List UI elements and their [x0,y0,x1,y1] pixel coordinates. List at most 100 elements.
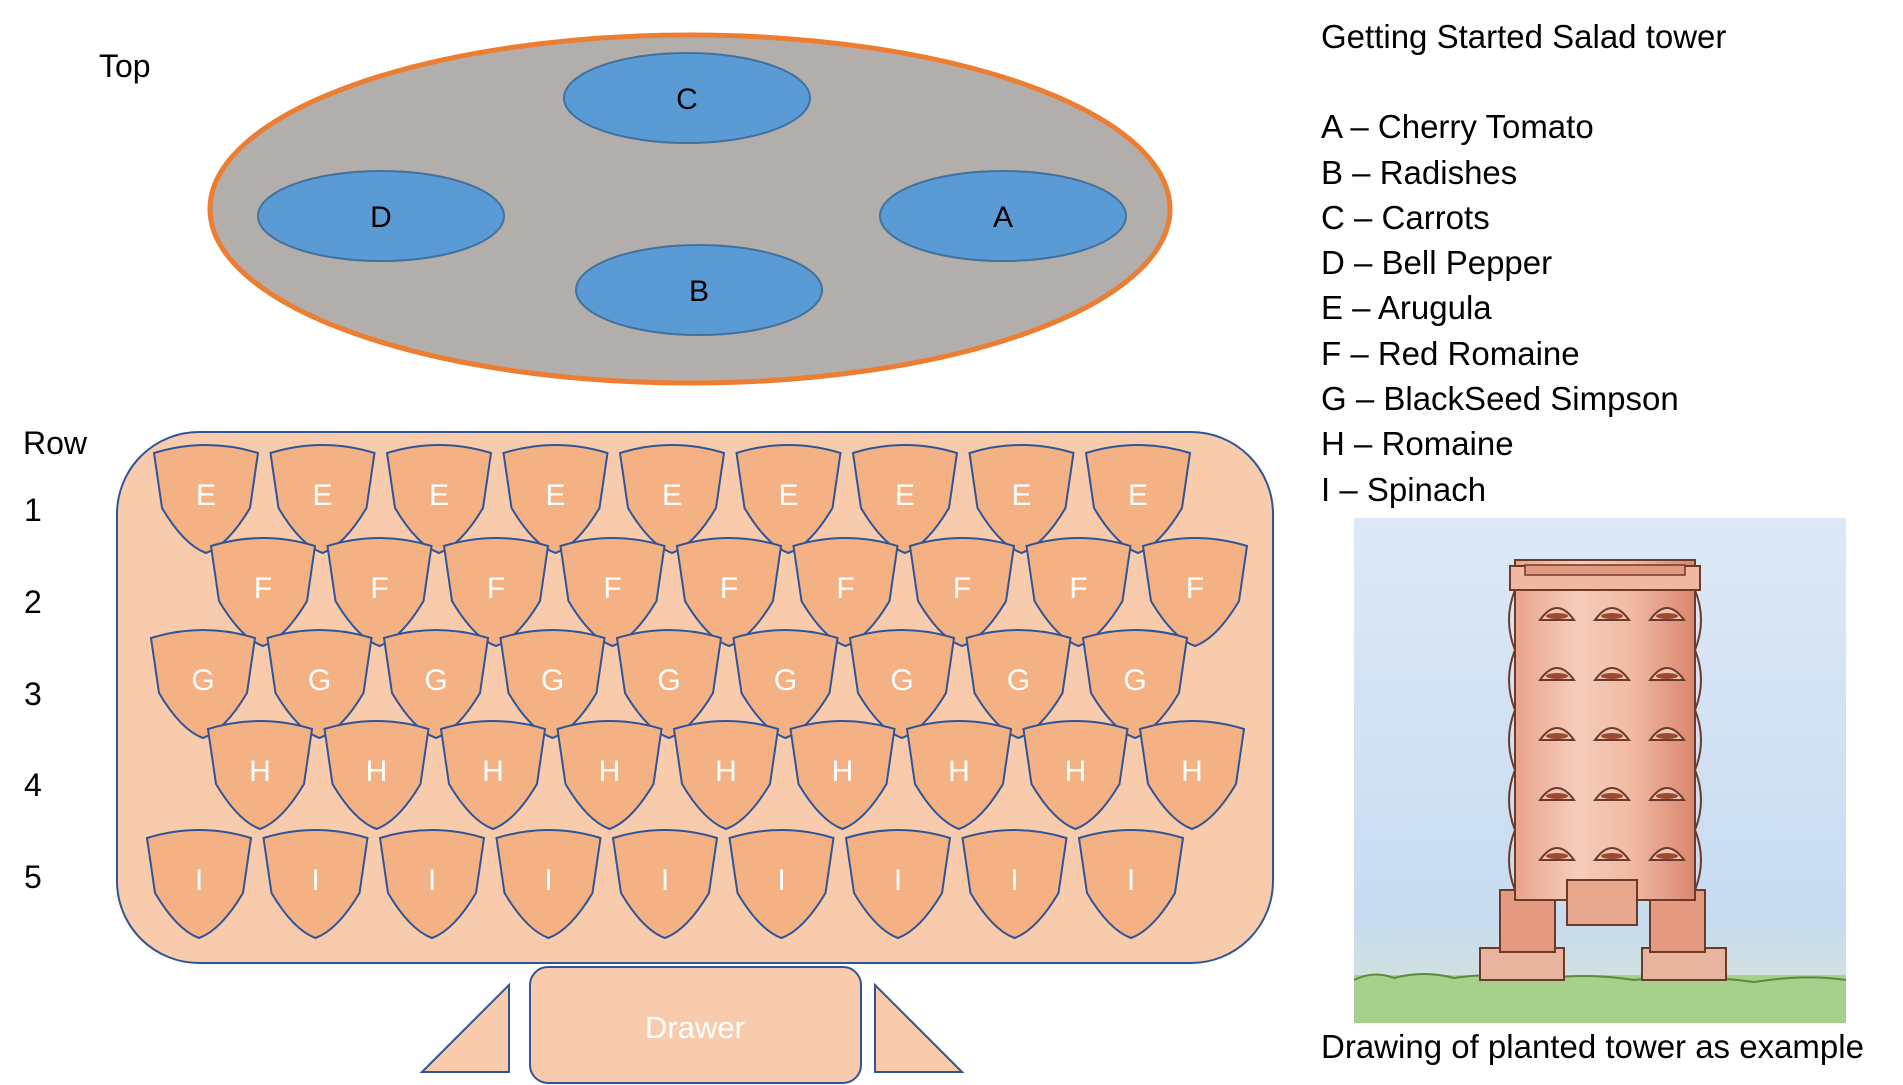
pocket [382,629,490,740]
pocket-label: I [777,864,785,897]
pocket [792,537,899,648]
pocket-label: F [836,572,854,605]
top-slot-label: B [689,275,709,308]
pocket-label: E [778,479,798,512]
top-slot-d [257,170,505,262]
pocket [728,829,835,940]
legend-item: C – Carrots [1321,198,1490,236]
pocket [905,720,1013,831]
pocket [499,629,606,740]
pocket [618,444,726,555]
pocket [968,444,1075,555]
pocket-label: G [774,664,797,697]
pocket [789,720,896,831]
top-slot-c [563,52,811,144]
pocket-label: F [603,572,621,605]
pocket-label: H [715,755,737,788]
top-slot-a [879,170,1127,262]
pocket-label: E [312,479,332,512]
pocket [439,720,547,831]
pocket-label: F [1069,572,1087,605]
pocket-label: G [424,664,447,697]
pocket-label: G [657,664,680,697]
pocket-label: H [832,755,854,788]
pocket-label: H [1065,755,1087,788]
pocket-label: G [890,664,913,697]
top-view-ellipse [207,32,1173,386]
pocket [145,829,253,940]
pocket [732,629,839,740]
pocket [1141,537,1249,648]
legend-item: F – Red Romaine [1321,334,1580,372]
row-header: Row [23,425,88,461]
legend-item: H – Romaine [1321,425,1514,463]
legend-item: G – BlackSeed Simpson [1321,380,1679,418]
pocket [442,537,550,648]
drawer-label: Drawer [645,1010,745,1045]
pocket-label: H [249,755,271,788]
pocket-label: F [953,572,971,605]
legend-item: I – Spinach [1321,470,1487,508]
pocket [1138,720,1246,831]
pocket-label: H [948,755,970,788]
pocket-label: E [545,479,565,512]
top-slot-b [575,244,823,336]
pocket [675,537,783,648]
pocket [152,444,260,555]
pocket [735,444,842,555]
illustration-caption: Drawing of planted tower as example [1321,1028,1864,1065]
pocket [615,629,723,740]
pocket-label: F [720,572,738,605]
pocket-label: E [1011,479,1031,512]
pocket [385,444,493,555]
pocket [378,829,486,940]
pocket [965,629,1072,740]
drawer [529,966,862,1084]
pocket-label: I [544,864,552,897]
row-numbers: 1 2 3 4 5 [24,492,42,895]
pocket [495,829,602,940]
pocket-label: I [311,864,319,897]
pocket [908,537,1016,648]
pocket-label: I [428,864,436,897]
pocket [844,829,952,940]
pocket [611,829,719,940]
row-number: 4 [24,767,42,803]
pocket-label: E [895,479,915,512]
pocket [1022,720,1129,831]
top-label: Top [99,48,151,84]
pocket [961,829,1068,940]
pocket-label: F [1186,572,1204,605]
pocket-label: F [254,572,272,605]
pocket-label: E [1128,479,1148,512]
pocket [556,720,663,831]
pocket [559,537,666,648]
pocket [672,720,780,831]
pocket-label: G [1007,664,1030,697]
row-number: 1 [24,492,42,528]
pocket-label: H [599,755,621,788]
pocket-label: F [487,572,505,605]
pocket-label: G [1123,664,1146,697]
pocket-label: G [191,664,214,697]
pocket [1084,444,1192,555]
pocket [326,537,433,648]
drawer-right-leg [874,982,965,1073]
row-number: 2 [24,584,42,620]
row-number: 3 [24,676,42,712]
pocket-label: I [661,864,669,897]
legend-item: A – Cherry Tomato [1321,108,1594,146]
pocket [502,444,609,555]
top-slot-label: A [993,201,1013,234]
pocket-label: I [1010,864,1018,897]
pocket-label: F [370,572,388,605]
row-number: 5 [24,859,42,895]
pocket [1081,629,1189,740]
pocket [1077,829,1185,940]
pocket-label: I [894,864,902,897]
pocket [851,444,959,555]
legend-title: Getting Started Salad tower [1321,18,1727,55]
